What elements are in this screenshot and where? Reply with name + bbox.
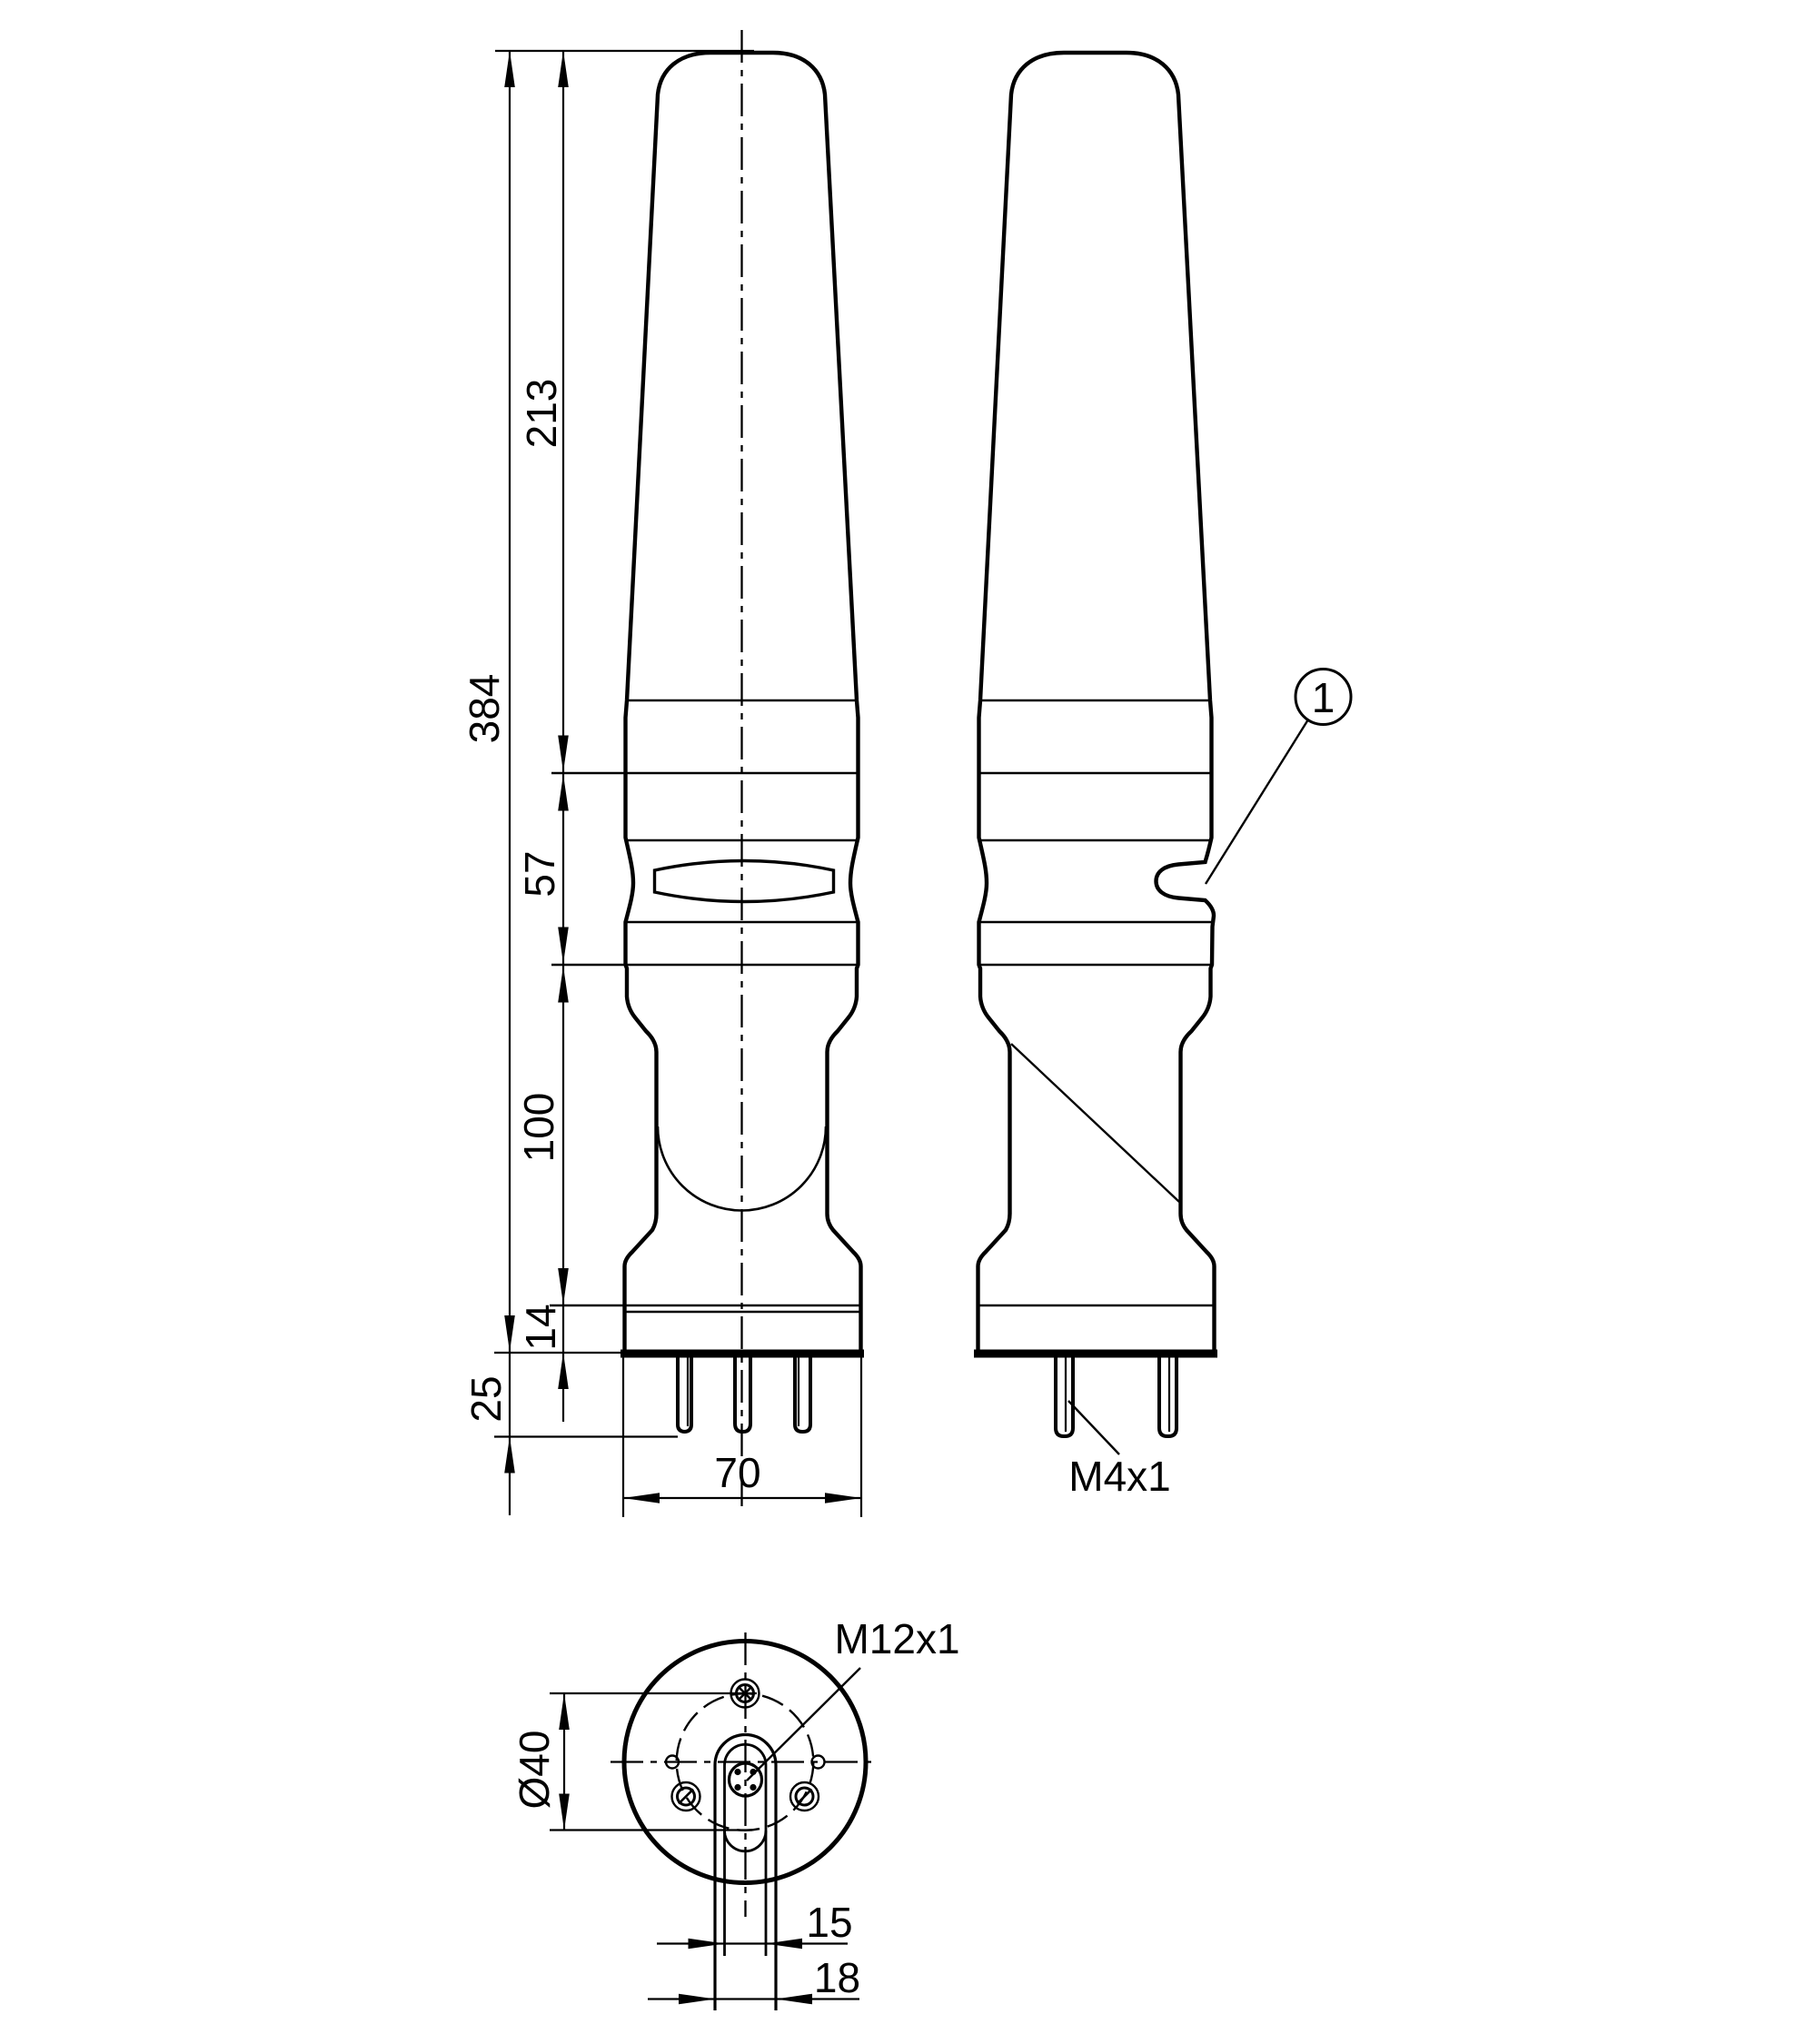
svg-text:57: 57 (516, 850, 563, 897)
svg-text:1: 1 (1312, 674, 1335, 721)
svg-text:15: 15 (806, 1899, 852, 1946)
svg-text:Ø40: Ø40 (511, 1731, 558, 1810)
svg-text:213: 213 (518, 379, 565, 449)
svg-text:M4x1: M4x1 (1068, 1453, 1170, 1500)
svg-text:100: 100 (515, 1093, 562, 1163)
svg-text:384: 384 (461, 674, 508, 744)
svg-text:M12x1: M12x1 (834, 1615, 959, 1662)
svg-text:70: 70 (714, 1449, 760, 1496)
svg-text:14: 14 (517, 1304, 564, 1350)
svg-text:25: 25 (462, 1375, 510, 1422)
svg-text:18: 18 (814, 1954, 860, 2001)
